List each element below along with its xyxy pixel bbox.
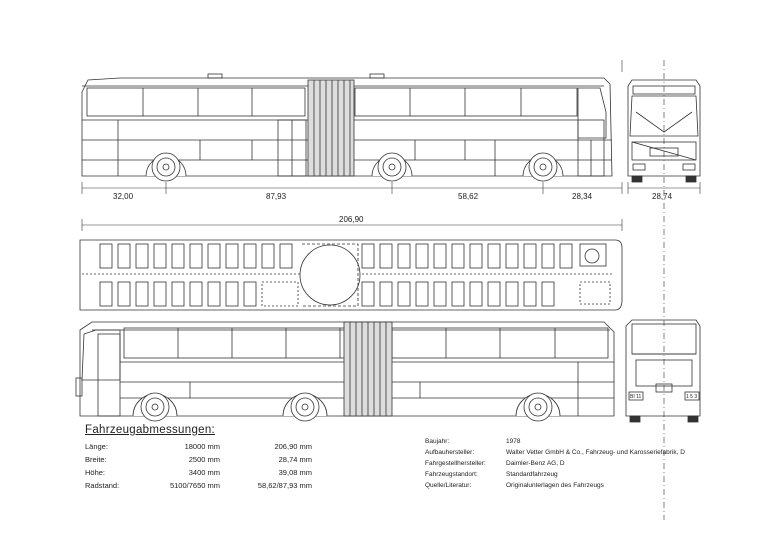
dimension-lines [81, 60, 701, 520]
specs-title: Fahrzeugabmessungen: [85, 424, 216, 436]
spec-mm: 2500 mm [188, 455, 220, 464]
info-key: Fahrgestellhersteller: [425, 460, 486, 467]
dim-label-seg2: 87,93 [266, 192, 287, 201]
dim-label-seg3: 58,62 [458, 192, 479, 201]
spec-scaled: 58,62/87,93 mm [257, 481, 312, 490]
rear-left-lamp [628, 391, 644, 401]
spec-scaled: 28,74 mm [278, 455, 312, 464]
info-value: Daimler-Benz AG, D [506, 460, 565, 467]
side-view-left [75, 321, 615, 422]
plate-left: BI 11 [630, 394, 642, 400]
spec-scaled: 206,90 mm [274, 442, 312, 451]
info-key: Fahrzeugstandort: [425, 471, 478, 478]
spec-label: Breite: [85, 455, 107, 464]
info-value: Originalunterlagen des Fahrzeugs [506, 482, 604, 489]
dim-label-seg4: 28,34 [572, 192, 593, 201]
plan-view [79, 239, 623, 311]
dim-label-seg1: 32,00 [113, 192, 134, 201]
info-key: Baujahr: [425, 438, 450, 445]
rear-right-lamp [684, 391, 700, 401]
spec-label: Länge: [85, 442, 108, 451]
info-key: Quelle/Literatur: [425, 482, 472, 489]
spec-mm: 3400 mm [188, 468, 220, 477]
info-value: 1978 [506, 438, 521, 445]
side-view-right [81, 73, 613, 182]
seat-rows [99, 243, 573, 307]
plate-right: 1 5 3 [686, 394, 697, 400]
spec-mm: 18000 mm [184, 442, 220, 451]
spec-mm: 5100/7650 mm [169, 481, 220, 490]
spec-label: Radstand: [85, 481, 120, 490]
spec-scaled: 39,08 mm [278, 468, 312, 477]
dim-label-total: 206,90 [339, 215, 364, 224]
info-key: Aufbauhersteller: [425, 449, 475, 456]
spec-label: Höhe: [85, 468, 106, 477]
dim-label-width: 28,74 [652, 192, 673, 201]
info-value: Walter Vetter GmbH & Co., Fahrzeug- und … [506, 449, 685, 456]
info-value: Standardfahrzeug [506, 471, 558, 478]
rear-view: BI 11 1 5 3 [625, 319, 701, 423]
